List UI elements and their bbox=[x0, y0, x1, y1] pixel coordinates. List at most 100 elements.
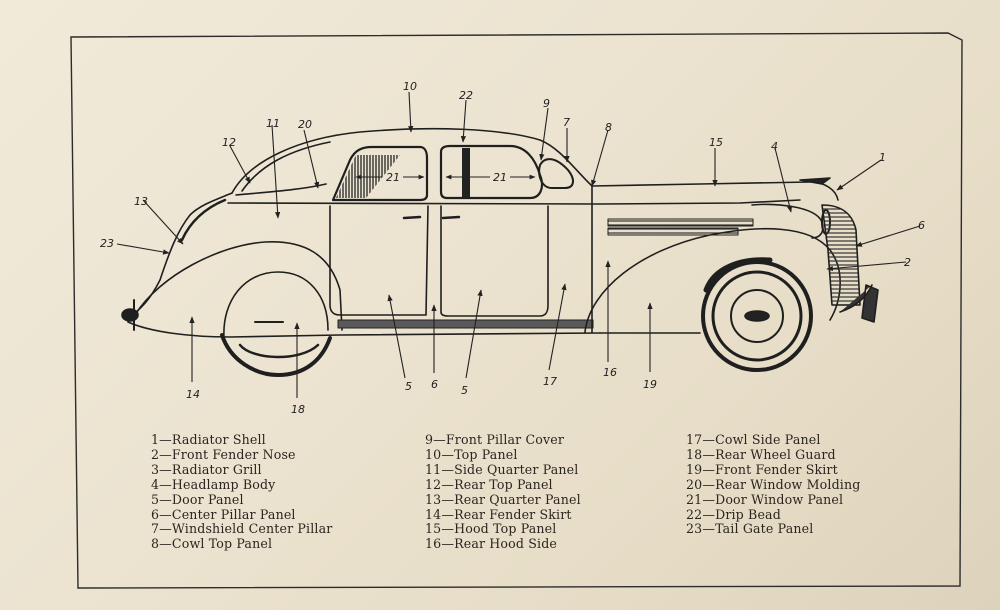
callout-leaders bbox=[116, 91, 921, 398]
callout-19: 19 bbox=[643, 378, 657, 391]
legend-item-11: 11—Side Quarter Panel bbox=[425, 461, 581, 478]
legend-number: 22 bbox=[686, 506, 703, 522]
legend-number: 20 bbox=[686, 476, 703, 492]
legend-number: 17 bbox=[686, 432, 703, 447]
front-door bbox=[440, 205, 549, 317]
callout-2: 2 bbox=[904, 256, 911, 269]
headlamp bbox=[751, 203, 824, 239]
legend-number: 21 bbox=[686, 491, 703, 507]
legend-item-10: 10—Top Panel bbox=[425, 446, 581, 463]
legend-number: 1 bbox=[151, 432, 160, 447]
legend-number: 2 bbox=[151, 446, 160, 462]
legend-label: Center Pillar Panel bbox=[171, 506, 296, 522]
legend-label: Rear Fender Skirt bbox=[454, 506, 572, 522]
legend-item-16: 16—Rear Hood Side bbox=[425, 536, 581, 552]
legend-number: 14 bbox=[425, 506, 442, 522]
legend-label: Rear Quarter Panel bbox=[454, 491, 581, 507]
callout-1: 1 bbox=[879, 151, 886, 164]
legend-item-23: 23—Tail Gate Panel bbox=[686, 521, 860, 537]
legend-label: Hood Top Panel bbox=[454, 521, 557, 537]
rear-door bbox=[329, 205, 429, 316]
callout-5-rear: 5 bbox=[405, 380, 412, 393]
callout-13: 13 bbox=[134, 195, 148, 208]
callout-20: 20 bbox=[298, 118, 312, 131]
legend-label: Top Panel bbox=[454, 446, 518, 462]
legend-separator: — bbox=[702, 506, 716, 522]
callout-22: 22 bbox=[459, 89, 473, 102]
legend-separator: — bbox=[441, 461, 455, 477]
legend-label: Headlamp Body bbox=[171, 476, 276, 492]
legend-label: Rear Wheel Guard bbox=[715, 446, 836, 462]
legend-number: 5 bbox=[151, 491, 160, 507]
hood-louvers bbox=[607, 218, 754, 236]
legend-item-19: 19—Front Fender Skirt bbox=[686, 461, 860, 478]
legend-label: Door Window Panel bbox=[715, 491, 844, 507]
legend-number: 13 bbox=[425, 491, 442, 507]
legend-label: Drip Bead bbox=[715, 506, 781, 522]
legend-item-18: 18—Rear Wheel Guard bbox=[686, 446, 860, 463]
legend-item-14: 14—Rear Fender Skirt bbox=[425, 506, 581, 523]
page-frame bbox=[70, 32, 963, 589]
legend-separator: — bbox=[441, 506, 455, 522]
legend-separator: — bbox=[159, 461, 172, 477]
legend-number: 8 bbox=[151, 536, 160, 552]
legend-number: 11 bbox=[425, 461, 442, 477]
legend-separator: — bbox=[159, 446, 172, 462]
callout-15: 15 bbox=[709, 136, 723, 149]
rear-wheel-guard bbox=[223, 271, 329, 339]
legend-number: 18 bbox=[686, 446, 703, 462]
legend-label: Front Fender Skirt bbox=[715, 461, 838, 477]
legend-label: Rear Hood Side bbox=[454, 536, 558, 552]
legend-separator: — bbox=[441, 491, 455, 507]
legend-number: 4 bbox=[151, 476, 160, 492]
rear-window-molding bbox=[235, 141, 331, 196]
legend-label: Rear Top Panel bbox=[454, 476, 553, 492]
legend-number: 10 bbox=[425, 446, 442, 462]
legend-number: 3 bbox=[151, 461, 160, 477]
callout-18: 18 bbox=[291, 403, 305, 416]
legend-number: 12 bbox=[425, 476, 442, 492]
callout-9: 9 bbox=[543, 97, 550, 110]
legend-separator: — bbox=[702, 476, 716, 492]
callout-4: 4 bbox=[771, 140, 778, 153]
legend-number: 9 bbox=[425, 432, 434, 447]
legend-item-20: 20—Rear Window Molding bbox=[686, 476, 861, 493]
legend-separator: — bbox=[441, 521, 455, 537]
callout-labels: 10 22 9 7 8 12 11 20 21 21 15 4 1 13 6 2… bbox=[100, 80, 925, 416]
legend-separator: — bbox=[159, 506, 172, 522]
legend-label: Cowl Top Panel bbox=[171, 536, 273, 552]
legend-item-1: 1—Radiator Shell bbox=[151, 432, 332, 448]
legend-item-9: 9—Front Pillar Cover bbox=[425, 432, 581, 448]
legend-separator: — bbox=[441, 446, 455, 462]
legend-label: Tail Gate Panel bbox=[715, 521, 814, 537]
front-door-window bbox=[439, 144, 544, 200]
legend-separator: — bbox=[702, 446, 716, 462]
radiator-grill bbox=[821, 204, 861, 306]
legend-separator: — bbox=[159, 536, 172, 552]
callout-17: 17 bbox=[543, 375, 557, 388]
legend-separator: — bbox=[702, 432, 716, 447]
legend-label: Radiator Shell bbox=[171, 432, 266, 447]
legend-number: 23 bbox=[686, 521, 703, 537]
callout-11: 11 bbox=[266, 117, 280, 130]
legend-label: Windshield Center Pillar bbox=[171, 521, 333, 537]
legend-separator: — bbox=[159, 521, 172, 537]
callout-5-front: 5 bbox=[461, 384, 468, 397]
legend-label: Door Panel bbox=[171, 491, 244, 507]
legend-item-3: 3—Radiator Grill bbox=[151, 461, 332, 478]
legend-item-2: 2—Front Fender Nose bbox=[151, 446, 332, 463]
legend-item-17: 17—Cowl Side Panel bbox=[686, 432, 860, 448]
callout-6-center: 6 bbox=[431, 378, 438, 391]
legend-item-15: 15—Hood Top Panel bbox=[425, 521, 581, 537]
legend-separator: — bbox=[433, 432, 446, 447]
legend-number: 6 bbox=[151, 506, 160, 522]
legend-item-13: 13—Rear Quarter Panel bbox=[425, 491, 581, 508]
legend-label: Front Pillar Cover bbox=[445, 432, 565, 447]
legend-separator: — bbox=[159, 491, 172, 507]
rear-quarter bbox=[127, 192, 233, 319]
legend-label: Rear Window Molding bbox=[715, 476, 861, 492]
